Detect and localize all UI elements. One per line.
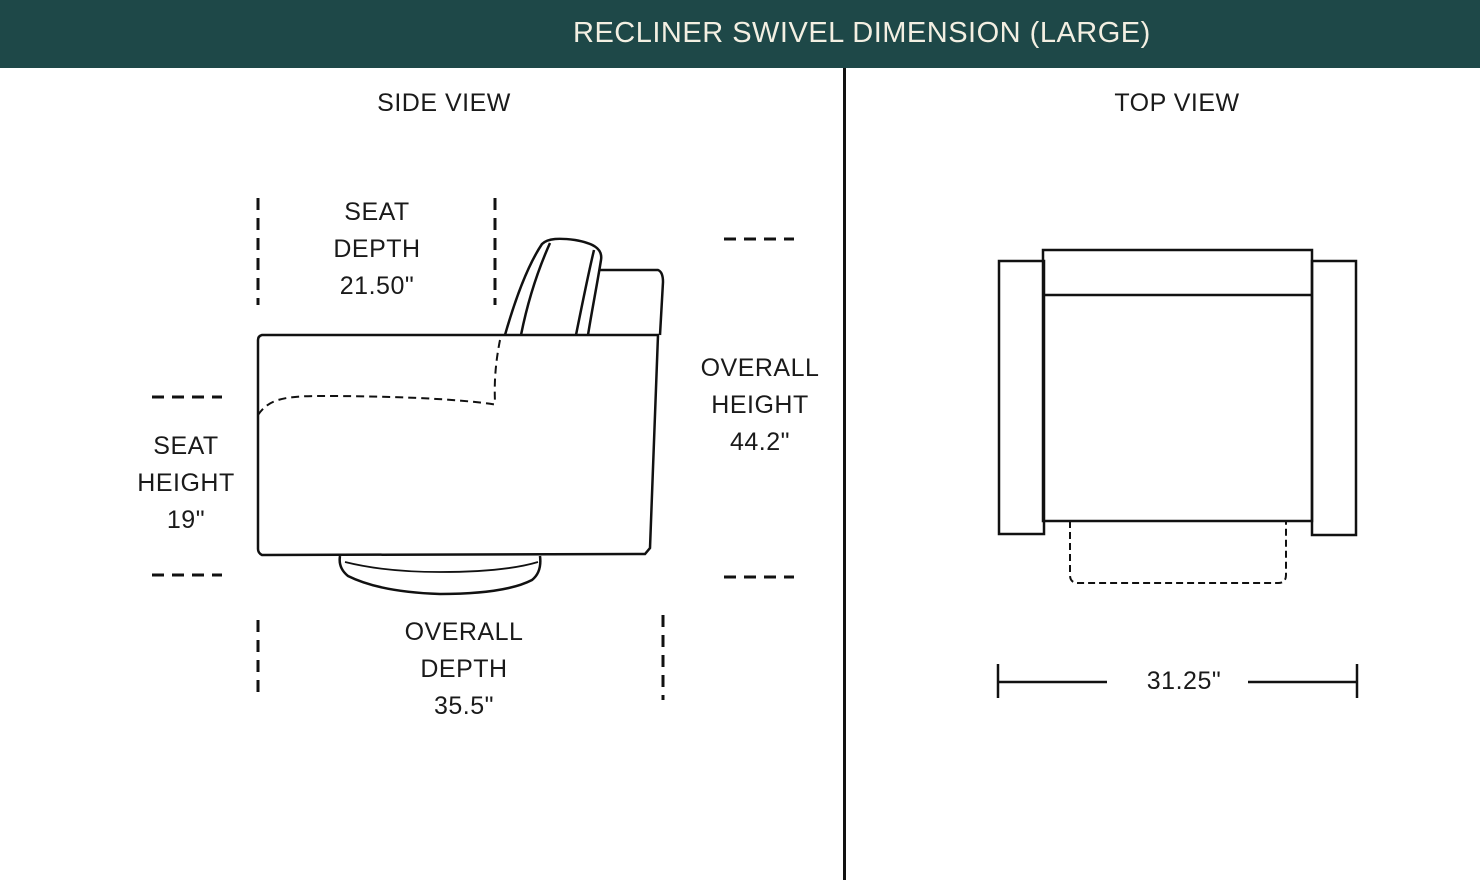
seat-back-dashed — [493, 339, 501, 403]
seat-depth-line1: SEAT — [344, 198, 410, 226]
dimension-markers — [152, 198, 794, 700]
overall-depth-value: 35.5" — [433, 692, 495, 720]
overall-height-line2: HEIGHT — [711, 391, 809, 419]
seat-depth-line2: DEPTH — [333, 235, 421, 263]
overall-height-value: 44.2" — [729, 428, 791, 456]
side-view-chair-drawing — [256, 237, 665, 596]
seat-depth-value: 21.50" — [339, 272, 415, 300]
top-view-title: TOP VIEW — [1114, 89, 1240, 117]
seat-height-line2: HEIGHT — [137, 469, 235, 497]
page-title: RECLINER SWIVEL DIMENSION (LARGE) — [573, 17, 1151, 49]
overall-depth-line2: DEPTH — [420, 655, 508, 683]
top-width-dimension-line — [996, 664, 1359, 698]
top-view-chair-drawing — [997, 248, 1358, 584]
seat-height-value: 19" — [166, 506, 206, 534]
seat-height-line1: SEAT — [153, 432, 219, 460]
view-divider — [843, 68, 846, 880]
seat-height-label: SEAT HEIGHT 19" — [106, 428, 266, 539]
side-view-title: SIDE VIEW — [377, 89, 511, 117]
overall-height-line1: OVERALL — [700, 354, 820, 382]
overall-depth-label: OVERALL DEPTH 35.5" — [384, 614, 544, 725]
overall-depth-line1: OVERALL — [404, 618, 524, 646]
top-width-label: 31.25" — [1146, 667, 1222, 695]
overall-height-label: OVERALL HEIGHT 44.2" — [680, 350, 840, 461]
header-bar: RECLINER SWIVEL DIMENSION (LARGE) — [0, 0, 1480, 68]
seat-top-dashed — [257, 394, 499, 416]
seat-depth-label: SEAT DEPTH 21.50" — [297, 194, 457, 305]
